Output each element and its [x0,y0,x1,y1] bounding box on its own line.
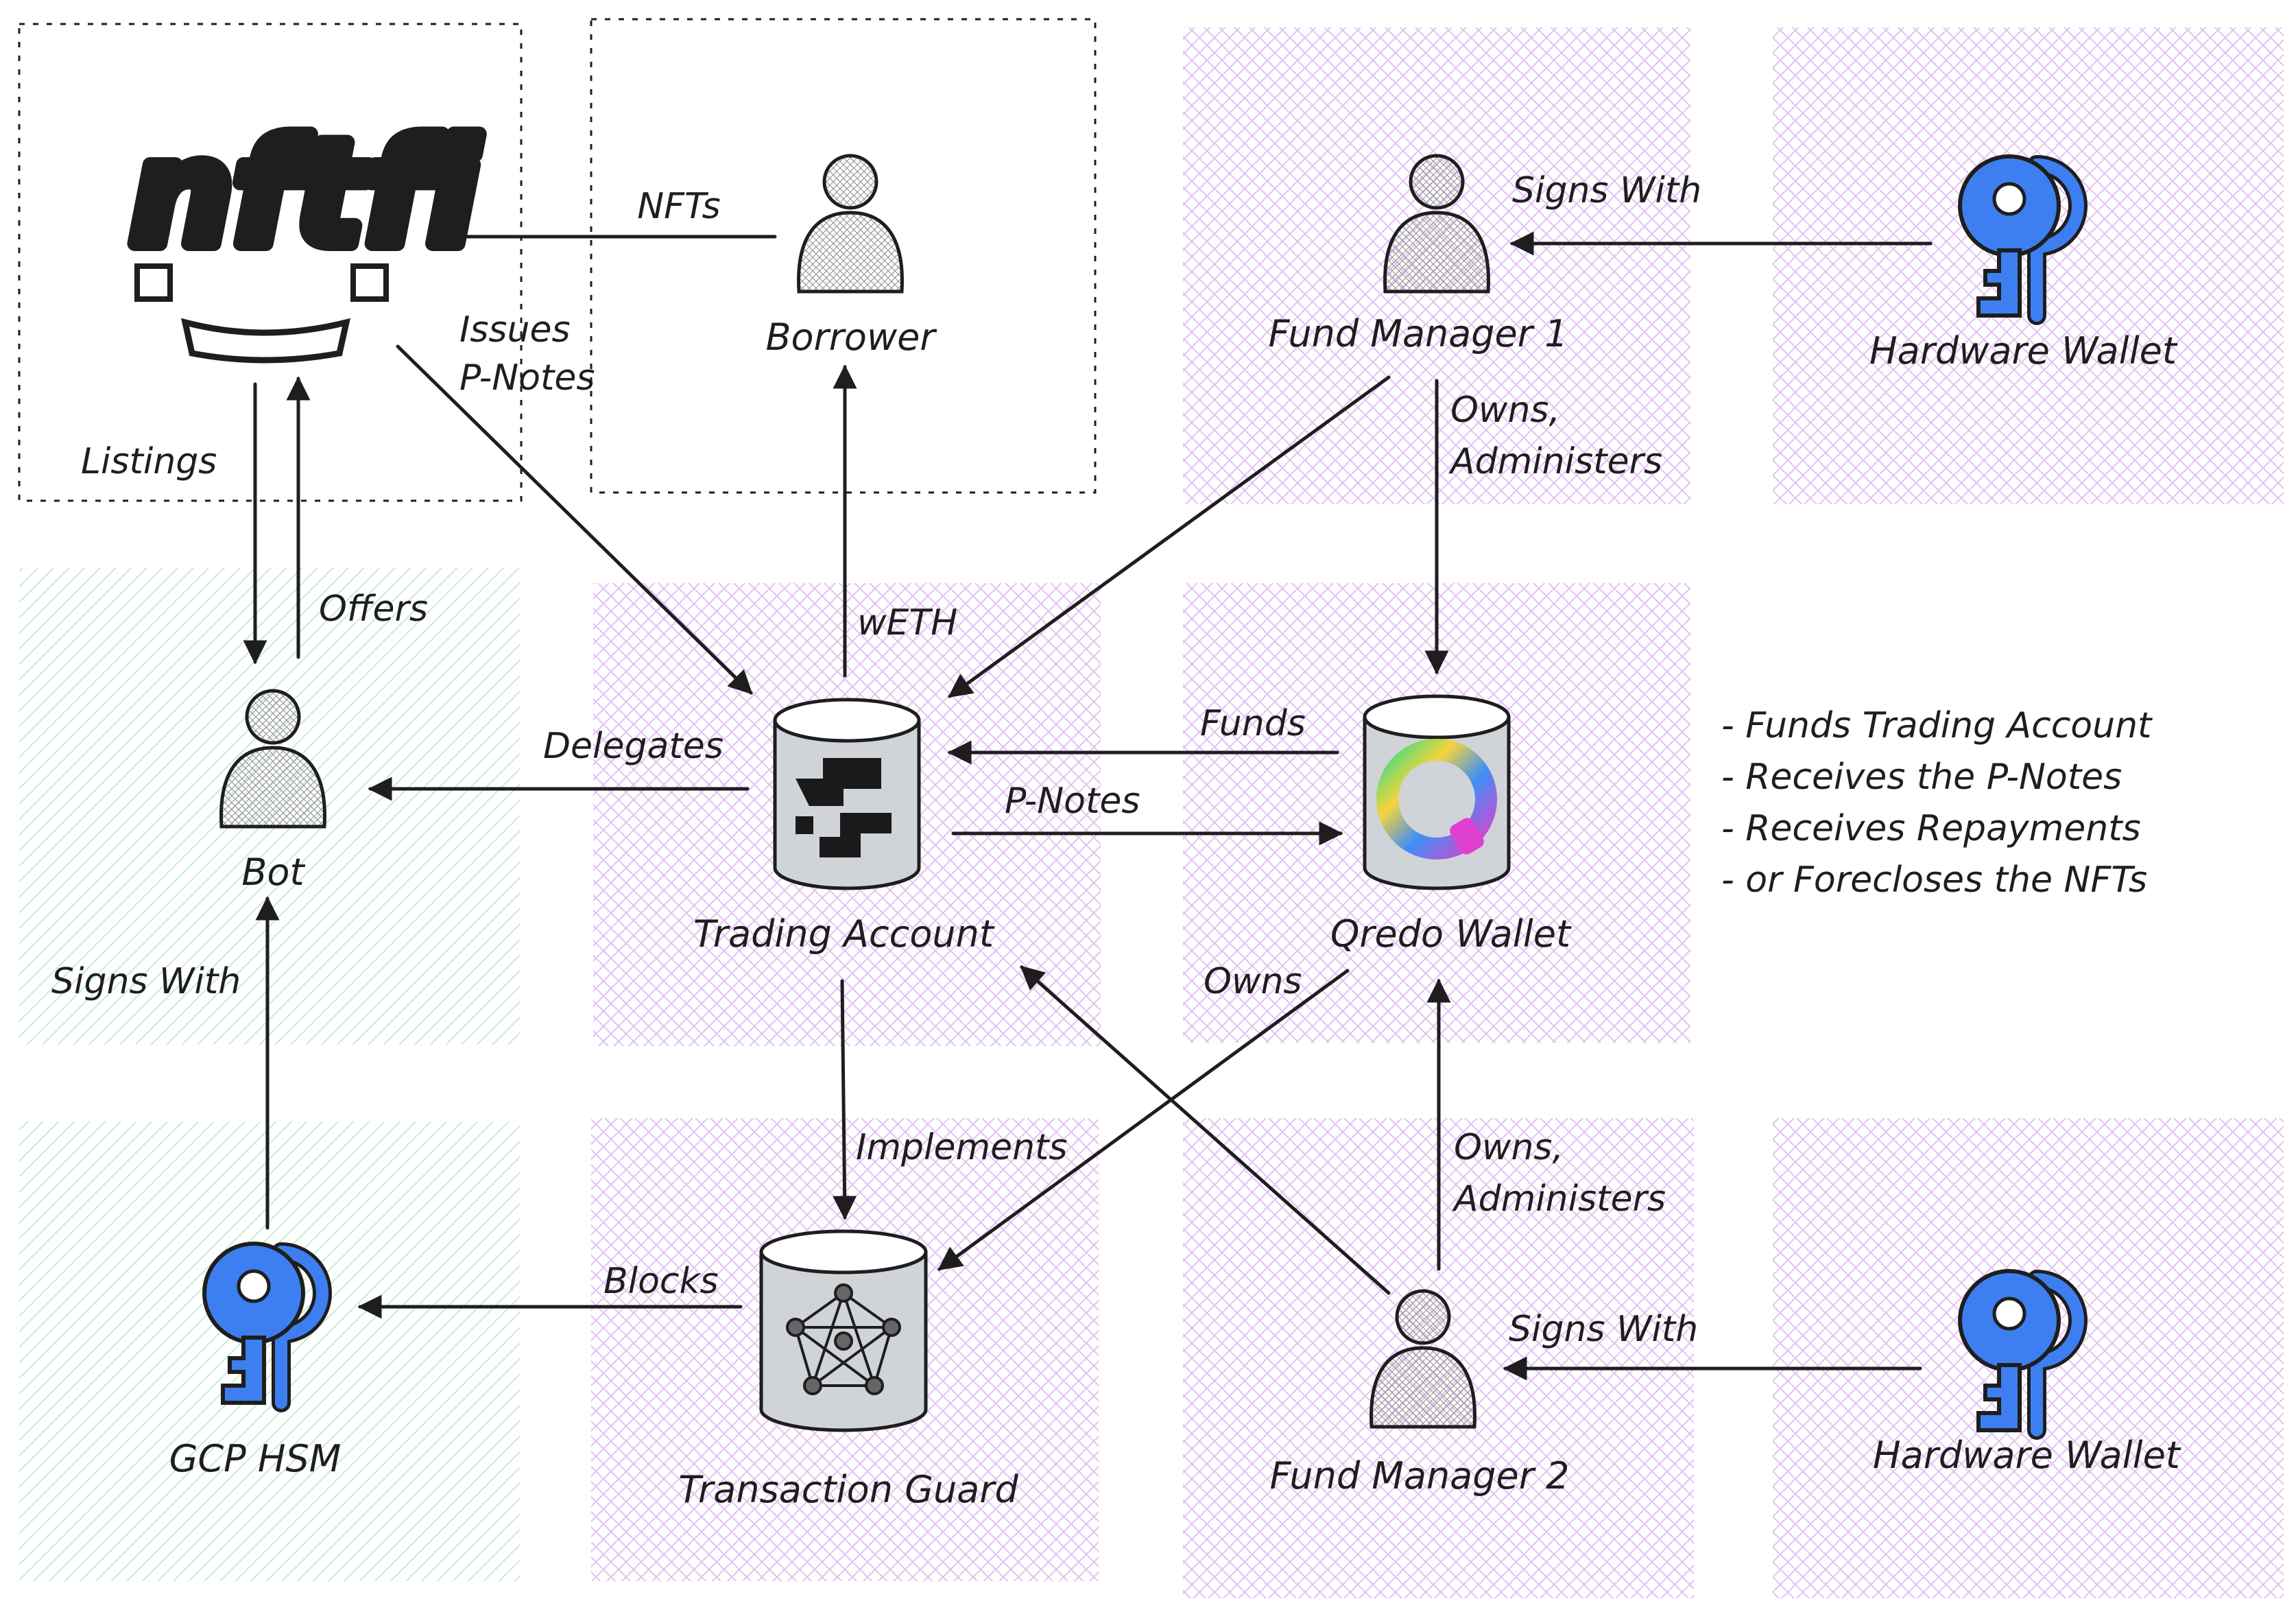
network-graph-icon [786,1283,901,1395]
edge-label-signs-with-bot: Signs With [51,961,241,1002]
qredo-logo [1376,739,1497,860]
hardware-wallet-2-key-icon [1958,1269,2088,1440]
edge-label-p-notes: P-Notes [1005,781,1140,822]
gcp-hsm-zone [19,1122,520,1581]
trading-account-label: Trading Account [693,912,995,956]
arrow-fm2-to-trading [1020,965,1391,1295]
borrower-label: Borrower [765,316,937,359]
arrow-qredo-to-guard [937,969,1350,1271]
edge-label-implements: Implements [856,1127,1068,1168]
edge-label-blocks: Blocks [603,1261,719,1302]
edge-label-issues-2: P-Notes [459,357,595,399]
borrower-person-icon [797,154,904,294]
svg-text:nftfi: nftfi [130,110,479,278]
edge-label-signs-with-fm1: Signs With [1512,170,1701,211]
edge-label-funds: Funds [1200,703,1306,744]
qredo-wallet-label: Qredo Wallet [1330,912,1572,956]
note-line: - Receives the P-Notes [1721,757,2122,798]
edge-label-signs-with-fm2: Signs With [1509,1309,1698,1350]
note-line: - Receives Repayments [1721,808,2141,849]
edge-label-delegates: Delegates [543,726,724,767]
edge-label-owns: Owns [1204,961,1302,1002]
edge-label-owns-administers-1a: Owns, [1450,390,1560,431]
gcp-hsm-label: GCP HSM [169,1437,342,1480]
edge-label-nfts: NFTs [637,186,721,227]
edge-label-offers: Offers [319,589,428,630]
transaction-guard-database-icon [759,1229,928,1432]
qredo-wallet-database-icon [1363,694,1511,890]
edge-label-issues-1: Issues [459,309,571,351]
hardware-wallet-1-label: Hardware Wallet [1869,329,2178,372]
edge-label-owns-administers-1b: Administers [1448,441,1662,482]
edge-label-listings: Listings [81,441,217,482]
arrows [243,224,1933,1381]
edge-label-owns-administers-2a: Owns, [1454,1127,1564,1168]
trading-account-database-icon [773,698,921,890]
edge-label-owns-administers-2b: Administers [1452,1178,1666,1220]
hardware-wallet-2-label: Hardware Wallet [1873,1434,2181,1477]
note-line: - or Forecloses the NFTs [1721,860,2147,901]
fund-manager-1-person-icon [1383,154,1490,294]
borrower-zone [590,18,1097,494]
arrow-nftfi-to-trading [396,344,753,695]
bot-person-icon [219,689,326,829]
transaction-guard-label: Transaction Guard [678,1468,1018,1511]
note-line: - Funds Trading Account [1721,705,2153,746]
arrow-fm1-to-trading [948,375,1391,698]
hardware-wallet-1-key-icon [1958,154,2088,325]
fund-manager-2-label: Fund Manager 2 [1270,1454,1570,1497]
bot-label: Bot [241,851,305,894]
nftfi-logo: nftfi nftfi [123,102,487,364]
gcp-hsm-key-icon [202,1242,332,1412]
arrow-trading-to-guard [833,979,857,1220]
edge-label-weth: wETH [857,602,957,643]
nftfi-zone [18,23,523,502]
qredo-wallet-notes: - Funds Trading Account - Receives the P… [1721,705,2153,901]
svg-text:nftfi: nftfi [130,110,479,278]
fund-manager-1-label: Fund Manager 1 [1269,312,1568,355]
fund-manager-2-person-icon [1370,1289,1476,1429]
